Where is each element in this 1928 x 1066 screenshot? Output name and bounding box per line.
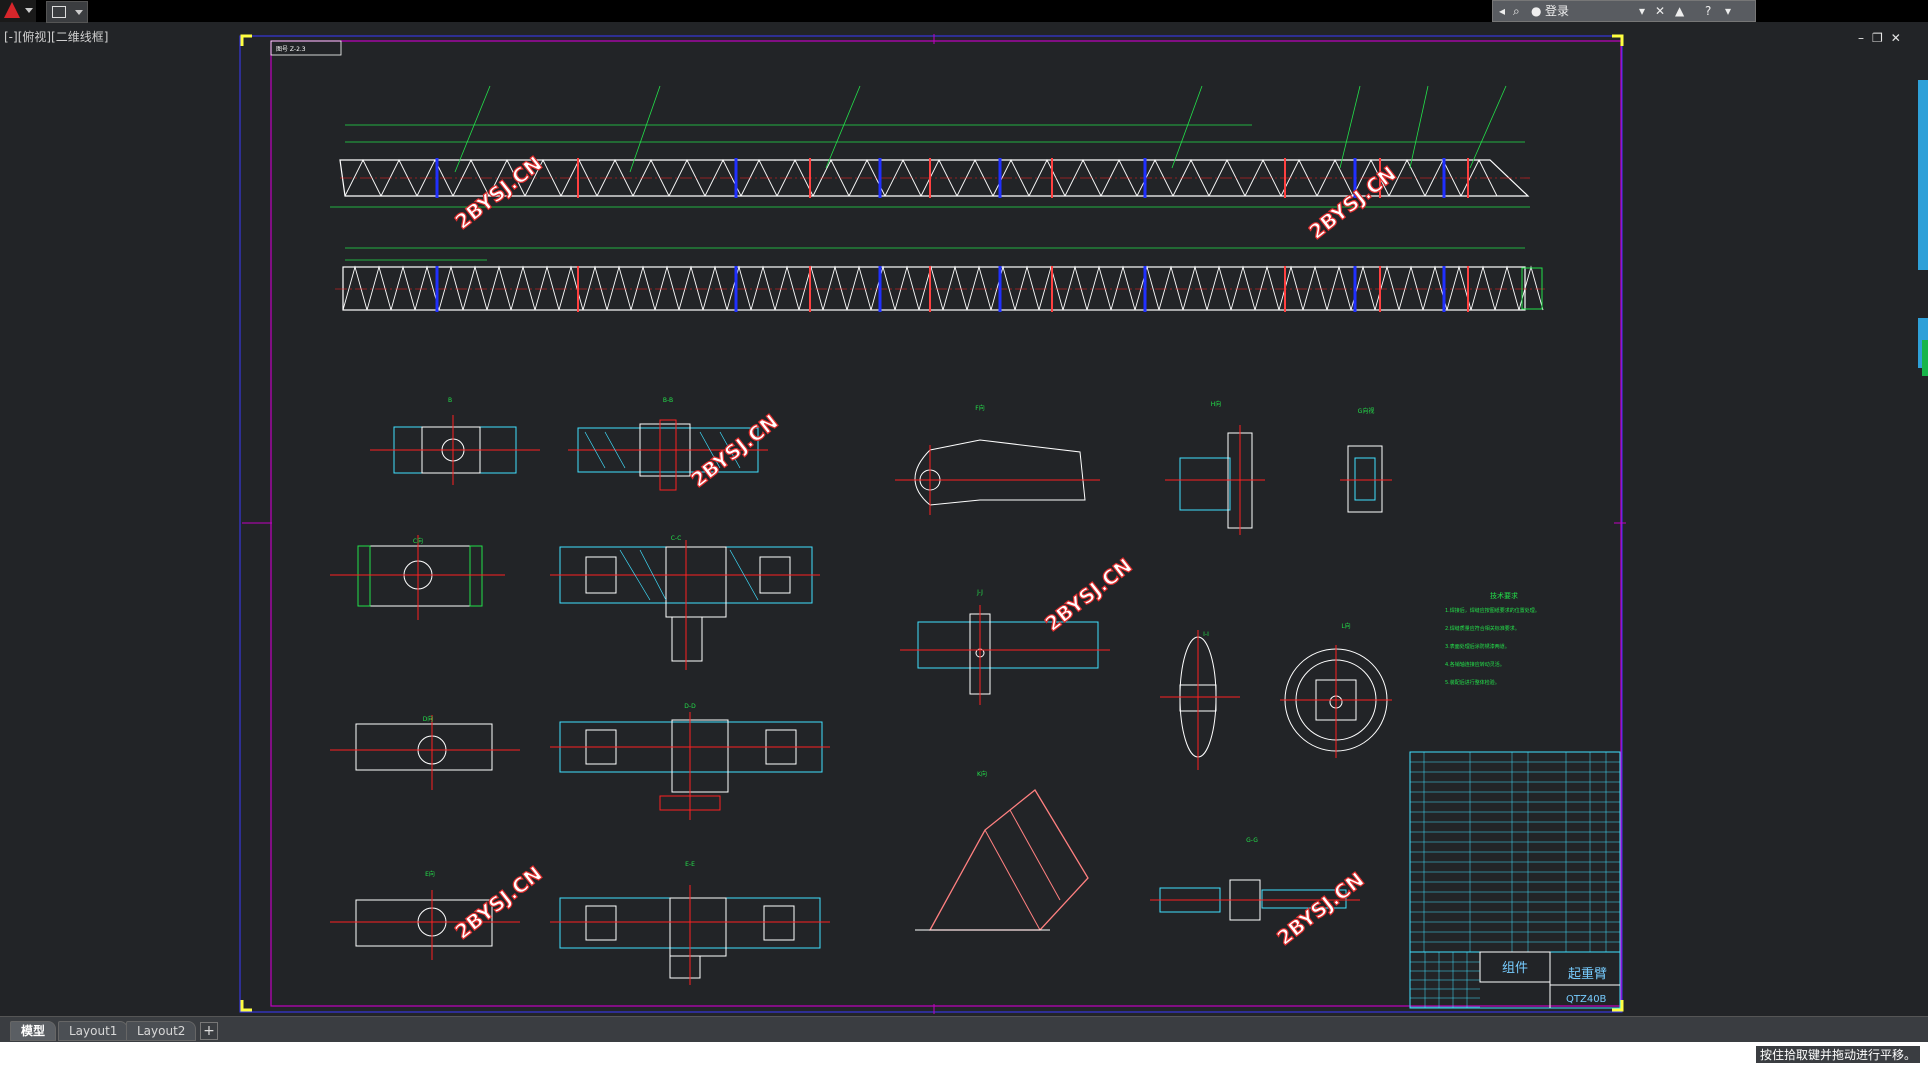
detail-view-i xyxy=(1160,630,1240,770)
section-view-j xyxy=(900,605,1110,705)
drawing-canvas[interactable]: 图号 Z-2.3 xyxy=(0,22,1928,1016)
layout-tab-bar: 模型 Layout1 Layout2 + xyxy=(0,1016,1928,1043)
tech-req-line-2: 2.焊缝质量应符合相关标准要求。 xyxy=(1445,625,1520,632)
close-icon[interactable]: ✕ xyxy=(1890,31,1909,45)
side-palette-strip[interactable] xyxy=(1918,80,1928,270)
section-view-g-g xyxy=(915,789,1089,931)
status-bar: 按住拾取键并拖动进行平移。 xyxy=(0,1042,1928,1066)
chevron-down-icon[interactable]: ▾ xyxy=(1725,4,1732,18)
tab-layout1[interactable]: Layout1 xyxy=(58,1021,129,1041)
section-view-e-e xyxy=(550,885,830,985)
top-bar: ◂ ⌕ ● 登录 ▾ ✕ ▲ ? ▾ xyxy=(0,0,1928,23)
tech-req-line-3: 3.表面处理后涂防锈漆两道。 xyxy=(1445,643,1510,650)
detail-view-b xyxy=(370,415,540,485)
autodesk-a360-icon[interactable]: ▲ xyxy=(1675,4,1685,18)
restore-icon[interactable]: ❐ xyxy=(1872,31,1891,45)
watermark-text: 2BYSJ.CN xyxy=(450,861,546,944)
detail-view-h xyxy=(1165,425,1265,535)
title-block-code: QTZ40B xyxy=(1566,994,1607,1005)
quick-access-toolbar[interactable] xyxy=(46,1,88,23)
chevron-down-icon xyxy=(75,10,83,15)
nav-left-icon[interactable]: ◂ xyxy=(1499,4,1506,18)
section-view-c-c xyxy=(550,540,820,670)
section-labels: B B-B C向 C-C D向 D-D E向 E-E F向 H向 G向视 I-I J-J G-G K向 L向 xyxy=(413,397,1374,878)
detail-view-d xyxy=(330,715,520,790)
drawing-number-text: 图号 Z-2.3 xyxy=(276,46,306,53)
help-button[interactable]: ? xyxy=(1705,4,1712,18)
tech-req-line-4: 4.各销轴连接应转动灵活。 xyxy=(1445,661,1505,668)
tab-layout2[interactable]: Layout2 xyxy=(126,1021,197,1041)
user-icon: ● xyxy=(1531,4,1542,18)
detail-view-k xyxy=(1340,445,1392,513)
watermark-text: 2BYSJ.CN xyxy=(1304,161,1400,244)
section-label: B-B xyxy=(663,397,673,404)
paper-border xyxy=(239,35,1623,1013)
drawing-number-box xyxy=(270,40,342,56)
tech-req-title: 技术要求 xyxy=(1490,591,1518,600)
title-block-name: 起重臂 xyxy=(1568,966,1607,982)
section-label: C向 xyxy=(413,537,423,545)
technical-requirements: 技术要求 1.焊接后，焊缝应按图纸要求的位置处理。 2.焊缝质量应符合相关标准要… xyxy=(1445,591,1540,686)
watermark-text: 2BYSJ.CN xyxy=(686,409,782,492)
status-prompt: 按住拾取键并拖动进行平移。 xyxy=(1755,1046,1920,1063)
section-label: D向 xyxy=(423,715,434,723)
section-label: G-G xyxy=(1246,837,1258,844)
section-view-j-j xyxy=(1150,879,1360,921)
section-label: C-C xyxy=(671,535,682,542)
minimize-icon[interactable]: – xyxy=(1858,31,1872,45)
detail-view-l xyxy=(1280,645,1392,758)
section-label: E向 xyxy=(425,870,435,878)
watermarks: 2BYSJ.CN 2BYSJ.CN 2BYSJ.CN 2BYSJ.CN 2BYSJ.CN… xyxy=(450,151,1401,951)
corner-marks xyxy=(240,34,1624,1012)
detail-view-f xyxy=(895,439,1100,515)
drawing-frame xyxy=(270,40,1622,1007)
section-label: G向视 xyxy=(1358,407,1375,415)
watermark-text: 2BYSJ.CN xyxy=(450,151,546,234)
exchange-icon[interactable]: ✕ xyxy=(1655,4,1666,18)
infocenter-bar: ◂ ⌕ ● 登录 ▾ ✕ ▲ ? ▾ xyxy=(1492,0,1756,22)
title-block-type: 组件 xyxy=(1502,961,1528,976)
jib-plan-view xyxy=(335,247,1545,311)
workspace-icon xyxy=(52,6,66,18)
autocad-logo-icon xyxy=(4,2,20,18)
section-label: L向 xyxy=(1341,622,1350,630)
chevron-down-icon[interactable]: ▾ xyxy=(1639,4,1646,18)
login-button[interactable]: 登录 xyxy=(1545,4,1570,18)
viewport-window-controls[interactable]: –❐✕ xyxy=(1858,31,1909,45)
bill-of-materials-table xyxy=(1409,751,1621,953)
application-menu-button[interactable] xyxy=(0,0,36,22)
tech-req-line-5: 5.装配后进行整体检验。 xyxy=(1445,679,1500,686)
tab-model[interactable]: 模型 xyxy=(10,1021,57,1041)
section-label: I-I xyxy=(1203,631,1209,638)
jib-elevation-view xyxy=(330,124,1530,208)
add-layout-button[interactable]: + xyxy=(200,1022,218,1040)
title-block: 组件 起重臂 QTZ40B xyxy=(1409,951,1621,1009)
section-label: F向 xyxy=(975,404,984,412)
detail-view-c xyxy=(330,535,505,620)
balloon-leaders xyxy=(454,85,1507,173)
section-label: J-J xyxy=(976,589,983,596)
side-palette-indicator xyxy=(1922,340,1928,376)
detail-view-e xyxy=(330,890,520,960)
section-label: D-D xyxy=(684,703,696,710)
section-view-d-d xyxy=(550,712,830,820)
section-label: B xyxy=(448,397,452,404)
chevron-down-icon xyxy=(25,8,33,13)
watermark-text: 2BYSJ.CN xyxy=(1272,867,1368,950)
watermark-text: 2BYSJ.CN xyxy=(1040,553,1136,636)
section-label: H向 xyxy=(1211,400,1222,408)
truss-vertical-members xyxy=(435,158,1469,312)
section-label: E-E xyxy=(685,861,695,868)
viewport-controls-label[interactable]: [-][俯视][二维线框] xyxy=(4,30,109,44)
section-view-b-b xyxy=(568,419,768,491)
binoculars-icon[interactable]: ⌕ xyxy=(1513,4,1520,18)
tech-req-line-1: 1.焊接后，焊缝应按图纸要求的位置处理。 xyxy=(1445,607,1540,614)
section-label: K向 xyxy=(977,770,987,778)
